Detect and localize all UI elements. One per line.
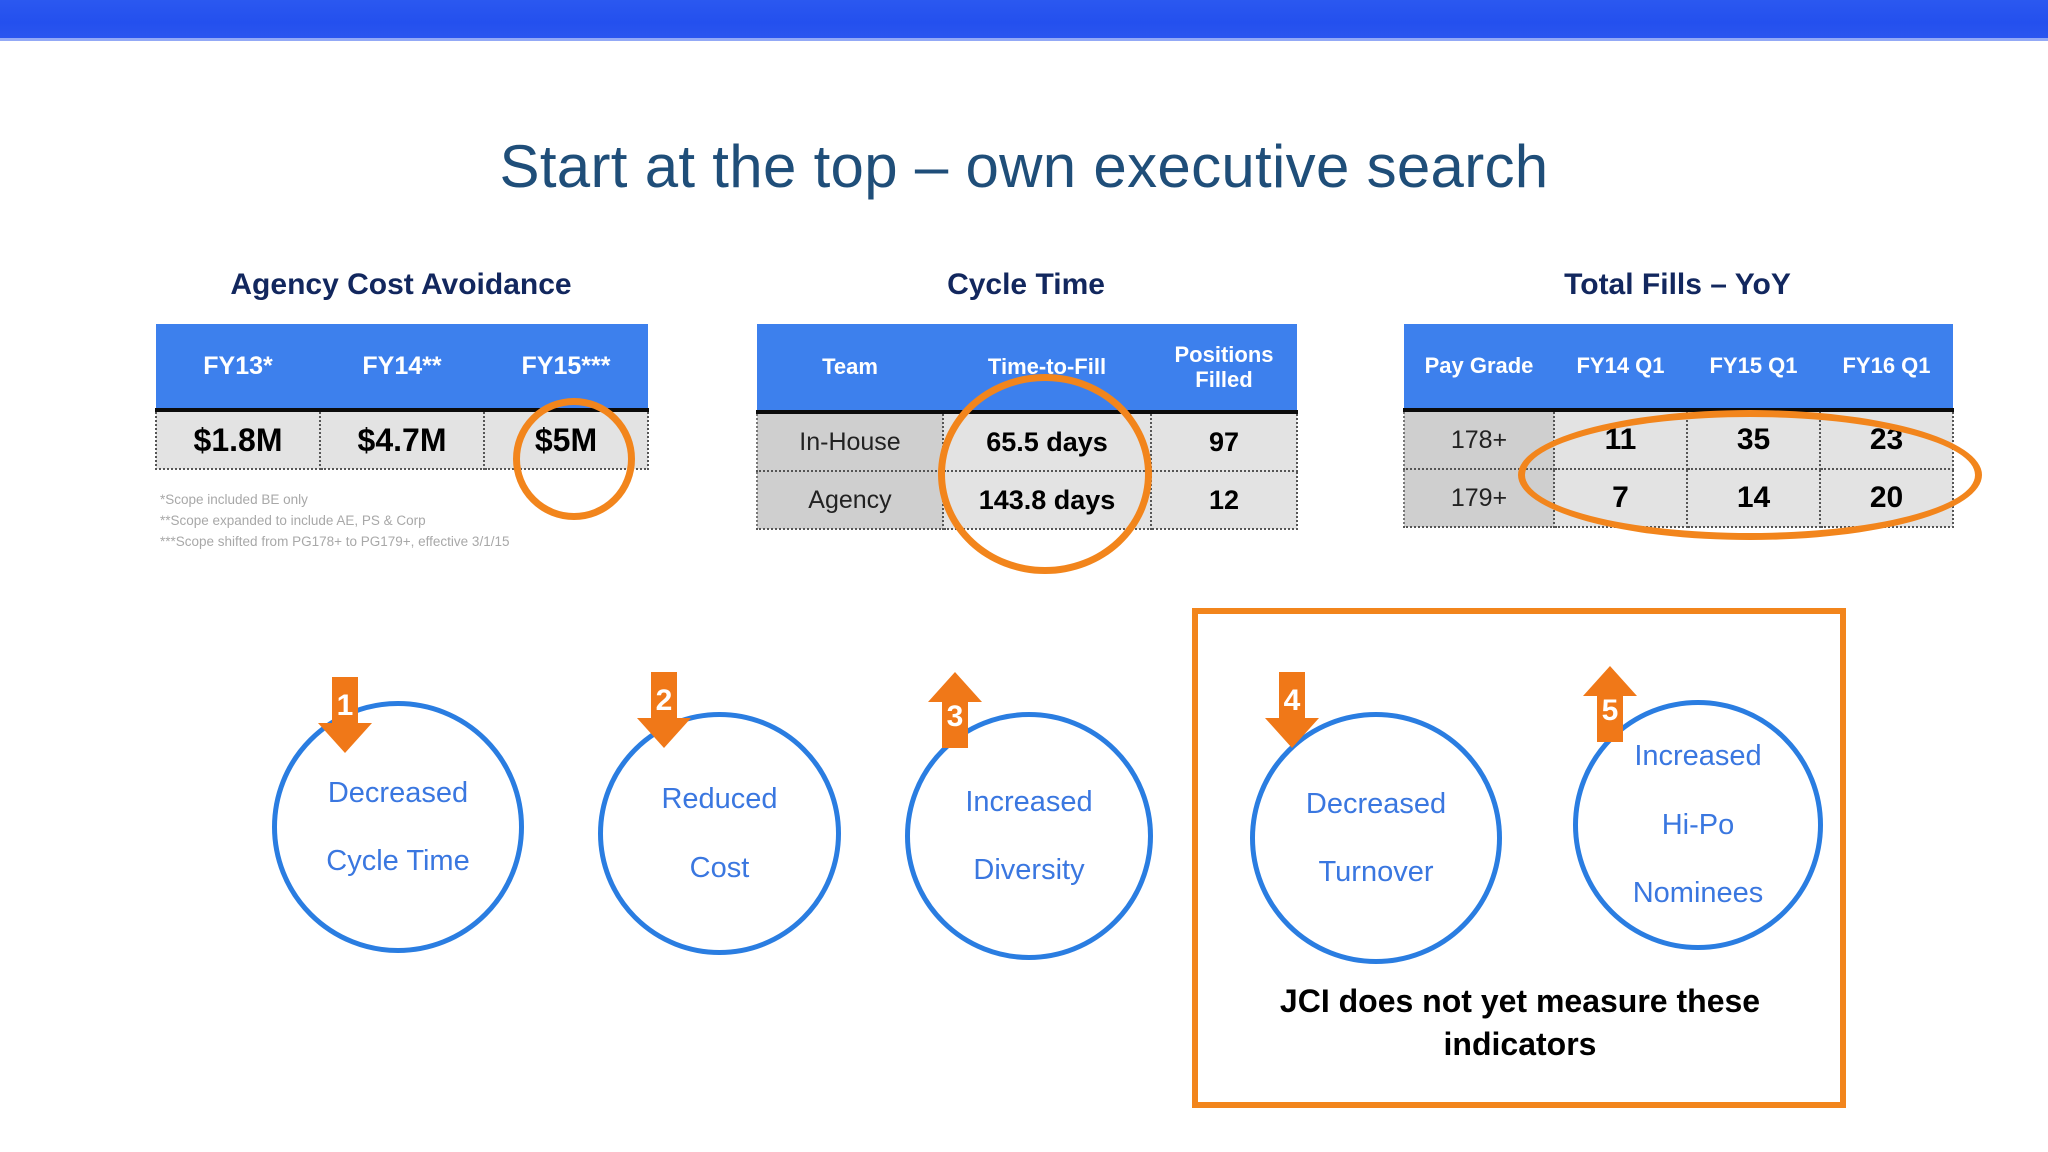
outcome-line-1: Increased xyxy=(1634,740,1762,773)
column-header: FY14 Q1 xyxy=(1554,324,1687,410)
top-accent-bar-underline xyxy=(0,38,2048,41)
column-header: FY13* xyxy=(156,324,320,410)
table-header-row: FY13* FY14** FY15*** xyxy=(156,324,648,410)
column-header: FY14** xyxy=(320,324,484,410)
table-cell-highlighted: 7 xyxy=(1553,469,1688,528)
table-row: 178+ 11 35 23 xyxy=(1403,410,1954,470)
table-row: In-House 65.5 days 97 xyxy=(756,412,1298,472)
outcome-number-3: 3 xyxy=(946,700,964,733)
table-cell: $1.8M xyxy=(155,410,321,470)
column-header: FY16 Q1 xyxy=(1820,324,1953,410)
arrow-up-icon-3: 3 xyxy=(928,672,982,748)
outcome-line-1: Decreased xyxy=(1305,787,1447,820)
row-header-cell: Agency xyxy=(756,471,944,530)
table-cell: $4.7M xyxy=(319,410,485,470)
table-cell-highlighted: 20 xyxy=(1819,469,1954,528)
table-cell-highlighted: 65.5 days xyxy=(942,412,1152,472)
panel-title: Cycle Time xyxy=(947,268,1105,301)
table-cell-highlighted: 35 xyxy=(1686,410,1821,470)
table-cell-highlighted: 23 xyxy=(1819,410,1954,470)
table-cell-highlighted: 14 xyxy=(1686,469,1821,528)
outcome-line-2: Turnover xyxy=(1318,856,1434,889)
row-header-cell: In-House xyxy=(756,412,944,472)
table-cell: 97 xyxy=(1150,412,1298,472)
top-accent-bar xyxy=(0,0,2048,38)
callout-box-unmeasured-indicators xyxy=(1192,608,1846,1108)
panel-title: Total Fills – YoY xyxy=(1564,268,1791,301)
table-cell-highlighted: 143.8 days xyxy=(942,471,1152,530)
callout-caption-line-2: indicators xyxy=(1443,1026,1597,1063)
table-cell-highlighted: $5M xyxy=(483,410,649,470)
outcome-circle-4[interactable]: Decreased Turnover xyxy=(1250,712,1502,964)
panel-total-fills-yoy: Total Fills – YoY Pay Grade FY14 Q1 FY15… xyxy=(1403,268,1954,528)
table-header-row: Pay Grade FY14 Q1 FY15 Q1 FY16 Q1 xyxy=(1404,324,1953,410)
outcome-circle-5[interactable]: Increased Hi-Po Nominees xyxy=(1573,700,1823,950)
row-header-cell: 178+ xyxy=(1403,410,1555,470)
table-row: 179+ 7 14 20 xyxy=(1403,469,1954,528)
table-cycle-time: Team Time-to-Fill Positions Filled In-Ho… xyxy=(756,324,1298,530)
outcome-line-1: Increased xyxy=(965,785,1093,818)
arrow-down-icon-2: 2 xyxy=(637,672,691,748)
outcome-number-5: 5 xyxy=(1601,694,1619,727)
callout-caption: JCI does not yet measure these indicator… xyxy=(1210,980,1830,1066)
footnote-line: ***Scope shifted from PG178+ to PG179+, … xyxy=(160,533,510,549)
table-row: $1.8M $4.7M $5M xyxy=(155,410,649,470)
outcome-line-2: Hi-Po xyxy=(1661,808,1735,841)
row-header-cell: 179+ xyxy=(1403,469,1555,528)
table-cell-highlighted: 11 xyxy=(1553,410,1688,470)
panel-agency-cost-avoidance: Agency Cost Avoidance FY13* FY14** FY15*… xyxy=(155,268,649,470)
outcome-line-1: Decreased xyxy=(327,776,469,809)
panel-title: Agency Cost Avoidance xyxy=(230,268,572,301)
outcome-line-1: Reduced xyxy=(661,783,778,816)
arrow-down-icon-1: 1 xyxy=(318,677,372,753)
outcome-circle-2[interactable]: Reduced Cost xyxy=(598,712,841,955)
column-header: Positions Filled xyxy=(1151,324,1297,412)
outcome-line-2: Diversity xyxy=(973,854,1085,887)
column-header: FY15*** xyxy=(484,324,648,410)
outcome-circle-1[interactable]: Decreased Cycle Time xyxy=(272,701,524,953)
column-header: FY15 Q1 xyxy=(1687,324,1820,410)
outcome-number-2: 2 xyxy=(655,684,673,717)
footnote-line: *Scope included BE only xyxy=(160,492,308,507)
arrow-down-icon-4: 4 xyxy=(1265,672,1319,748)
outcome-number-1: 1 xyxy=(336,689,354,722)
table-header-row: Team Time-to-Fill Positions Filled xyxy=(757,324,1297,412)
arrow-up-icon-5: 5 xyxy=(1583,666,1637,742)
outcome-line-3: Nominees xyxy=(1632,877,1764,910)
column-header: Pay Grade xyxy=(1404,324,1554,410)
outcome-line-2: Cycle Time xyxy=(326,845,470,878)
outcome-line-2: Cost xyxy=(689,851,750,884)
outcome-circle-3[interactable]: Increased Diversity xyxy=(905,712,1153,960)
footnotes-agency-cost: *Scope included BE only **Scope expanded… xyxy=(160,490,509,553)
table-total-fills-yoy: Pay Grade FY14 Q1 FY15 Q1 FY16 Q1 178+ 1… xyxy=(1403,324,1954,528)
outcome-number-4: 4 xyxy=(1283,684,1301,717)
callout-caption-line-1: JCI does not yet measure these xyxy=(1279,983,1761,1019)
footnote-line: **Scope expanded to include AE, PS & Cor… xyxy=(160,512,426,528)
table-row: Agency 143.8 days 12 xyxy=(756,471,1298,530)
column-header: Time-to-Fill xyxy=(943,324,1151,412)
panel-cycle-time: Cycle Time Team Time-to-Fill Positions F… xyxy=(756,268,1298,530)
page-title: Start at the top – own executive search xyxy=(499,133,1549,200)
table-cell: 12 xyxy=(1150,471,1298,530)
column-header: Team xyxy=(757,324,943,412)
table-agency-cost-avoidance: FY13* FY14** FY15*** $1.8M $4.7M $5M xyxy=(155,324,649,470)
